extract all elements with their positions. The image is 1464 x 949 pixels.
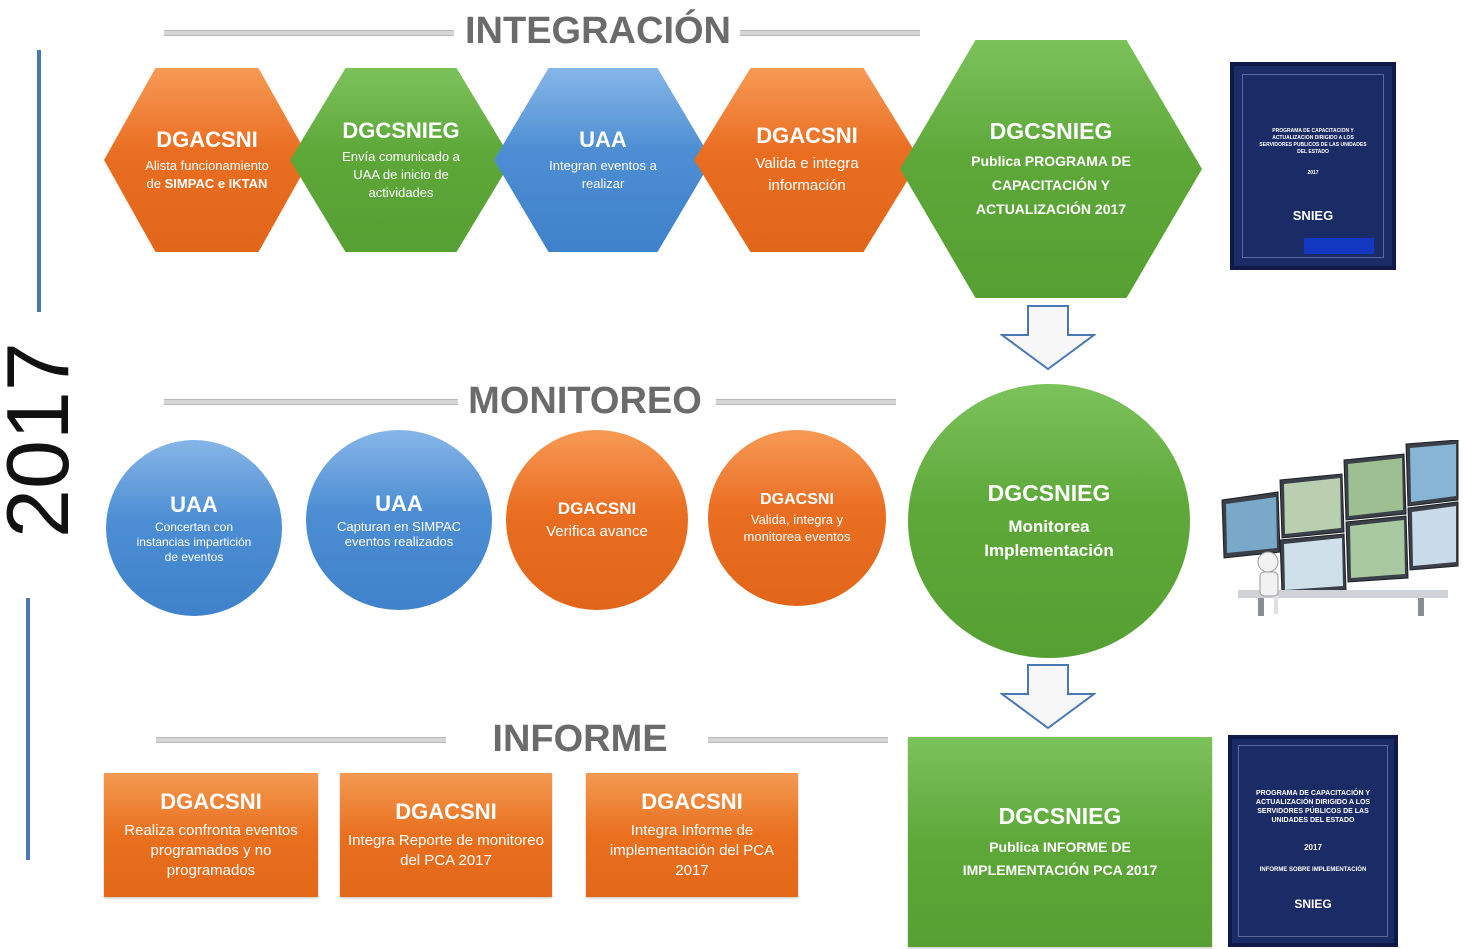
step-text: Integran eventos a realizar [549, 158, 657, 191]
section-title-informe: INFORME [492, 718, 668, 760]
section-title-integracion: INTEGRACIÓN [465, 10, 731, 52]
monitoring-step-5: DGCSNIEG Monitorea Implementación [908, 384, 1190, 658]
integration-step-3: UAA Integran eventos a realizar [494, 68, 712, 252]
step-actor: DGCSNIEG [998, 802, 1122, 829]
integration-step-1: DGACSNI Alista funcionamiento de SIMPAC … [104, 68, 310, 252]
down-arrow-icon [1000, 305, 1096, 371]
step-actor: UAA [375, 491, 423, 516]
monitoring-step-4: DGACSNI Valida, integra y monitorea even… [708, 430, 886, 606]
step-text: Envía comunicado a UAA de inicio de acti… [342, 149, 460, 200]
monitoreo-rule-left [164, 399, 458, 405]
monitoring-step-1: UAA Concertan con instancias impartición… [106, 440, 282, 616]
step-text: Alista funcionamiento de SIMPAC e IKTAN [145, 158, 269, 191]
step-text: Concertan con instancias impartición de … [136, 519, 252, 564]
report-step-3: DGACSNI Integra Informe de implementació… [586, 773, 798, 897]
report-cover-image: PROGRAMA DE CAPACITACIÓN Y ACTUALIZACIÓN… [1228, 735, 1398, 947]
step-actor: DGACSNI [641, 789, 743, 814]
report-cover-text: PROGRAMA DE CAPACITACIÓN Y ACTUALIZACIÓN… [1255, 790, 1371, 824]
informe-rule-left [156, 737, 446, 743]
step-actor: DGCSNIEG [342, 118, 460, 143]
step-text: Monitorea Implementación [984, 516, 1114, 560]
step-actor: DGACSNI [395, 799, 497, 824]
step-text: Integra Reporte de monitoreo del PCA 201… [348, 832, 544, 869]
step-actor: DGACSNI [557, 498, 637, 518]
step-text: Valida, integra y monitorea eventos [743, 512, 851, 544]
year-bar-bottom [26, 598, 30, 860]
integration-step-5: DGCSNIEG Publica PROGRAMA DE CAPACITACIÓ… [900, 40, 1202, 298]
report-step-2: DGACSNI Integra Reporte de monitoreo del… [340, 773, 552, 897]
year-bar-top [37, 50, 41, 312]
step-actor: DGACSNI [156, 127, 258, 152]
monitoring-step-2: UAA Capturan en SIMPAC eventos realizado… [306, 430, 492, 610]
integracion-rule-right [740, 30, 920, 36]
report-cover-frame [1238, 745, 1388, 937]
snieg-logo: SNIEG [1292, 208, 1334, 223]
down-arrow-icon [1000, 664, 1096, 730]
program-cover-stripe [1304, 238, 1374, 254]
integration-step-4: DGACSNI Valida e integra información [694, 68, 920, 252]
program-cover-frame [1242, 74, 1384, 258]
report-cover-year: 2017 [1304, 843, 1322, 852]
report-cover-subtitle: INFORME SOBRE IMPLEMENTACIÓN [1259, 867, 1367, 873]
step-actor: UAA [170, 491, 218, 517]
step-actor: DGACSNI [760, 491, 834, 508]
monitoreo-rule-right [716, 399, 896, 405]
monitoring-screens-illustration [1218, 440, 1462, 620]
monitoring-step-3: DGACSNI Verifica avance [506, 430, 688, 610]
step-text: Capturan en SIMPAC eventos realizados [336, 519, 462, 549]
program-cover-year: 2017 [1307, 170, 1319, 176]
integration-step-2: DGCSNIEG Envía comunicado a UAA de inici… [290, 68, 512, 252]
year-label: 2017 [0, 342, 87, 538]
step-text: Realiza confronta eventos programados y … [124, 822, 298, 879]
report-step-1: DGACSNI Realiza confronta eventos progra… [104, 773, 318, 897]
step-text: Publica PROGRAMA DE CAPACITACIÓN Y ACTUA… [971, 152, 1131, 217]
step-text: Valida e integra información [755, 155, 859, 194]
step-text: Verifica avance [546, 522, 648, 540]
snieg-logo: SNIEG [1294, 897, 1332, 911]
step-actor: DGACSNI [756, 123, 858, 148]
step-text: Publica INFORME DE IMPLEMENTACIÓN PCA 20… [962, 838, 1158, 878]
section-title-monitoreo: MONITOREO [468, 380, 702, 422]
step-actor: DGCSNIEG [989, 117, 1113, 144]
program-cover-image: PROGRAMA DE CAPACITACION Y ACTUALIZACION… [1230, 62, 1396, 270]
program-cover-text: PROGRAMA DE CAPACITACION Y ACTUALIZACION… [1259, 128, 1367, 155]
informe-rule-right [708, 737, 888, 743]
integracion-rule-left [164, 30, 454, 36]
step-text: Integra Informe de implementación del PC… [609, 822, 775, 879]
report-step-4: DGCSNIEG Publica INFORME DE IMPLEMENTACI… [908, 737, 1212, 947]
step-actor: UAA [579, 127, 627, 152]
step-actor: DGACSNI [160, 789, 262, 814]
step-actor: DGCSNIEG [987, 479, 1111, 506]
